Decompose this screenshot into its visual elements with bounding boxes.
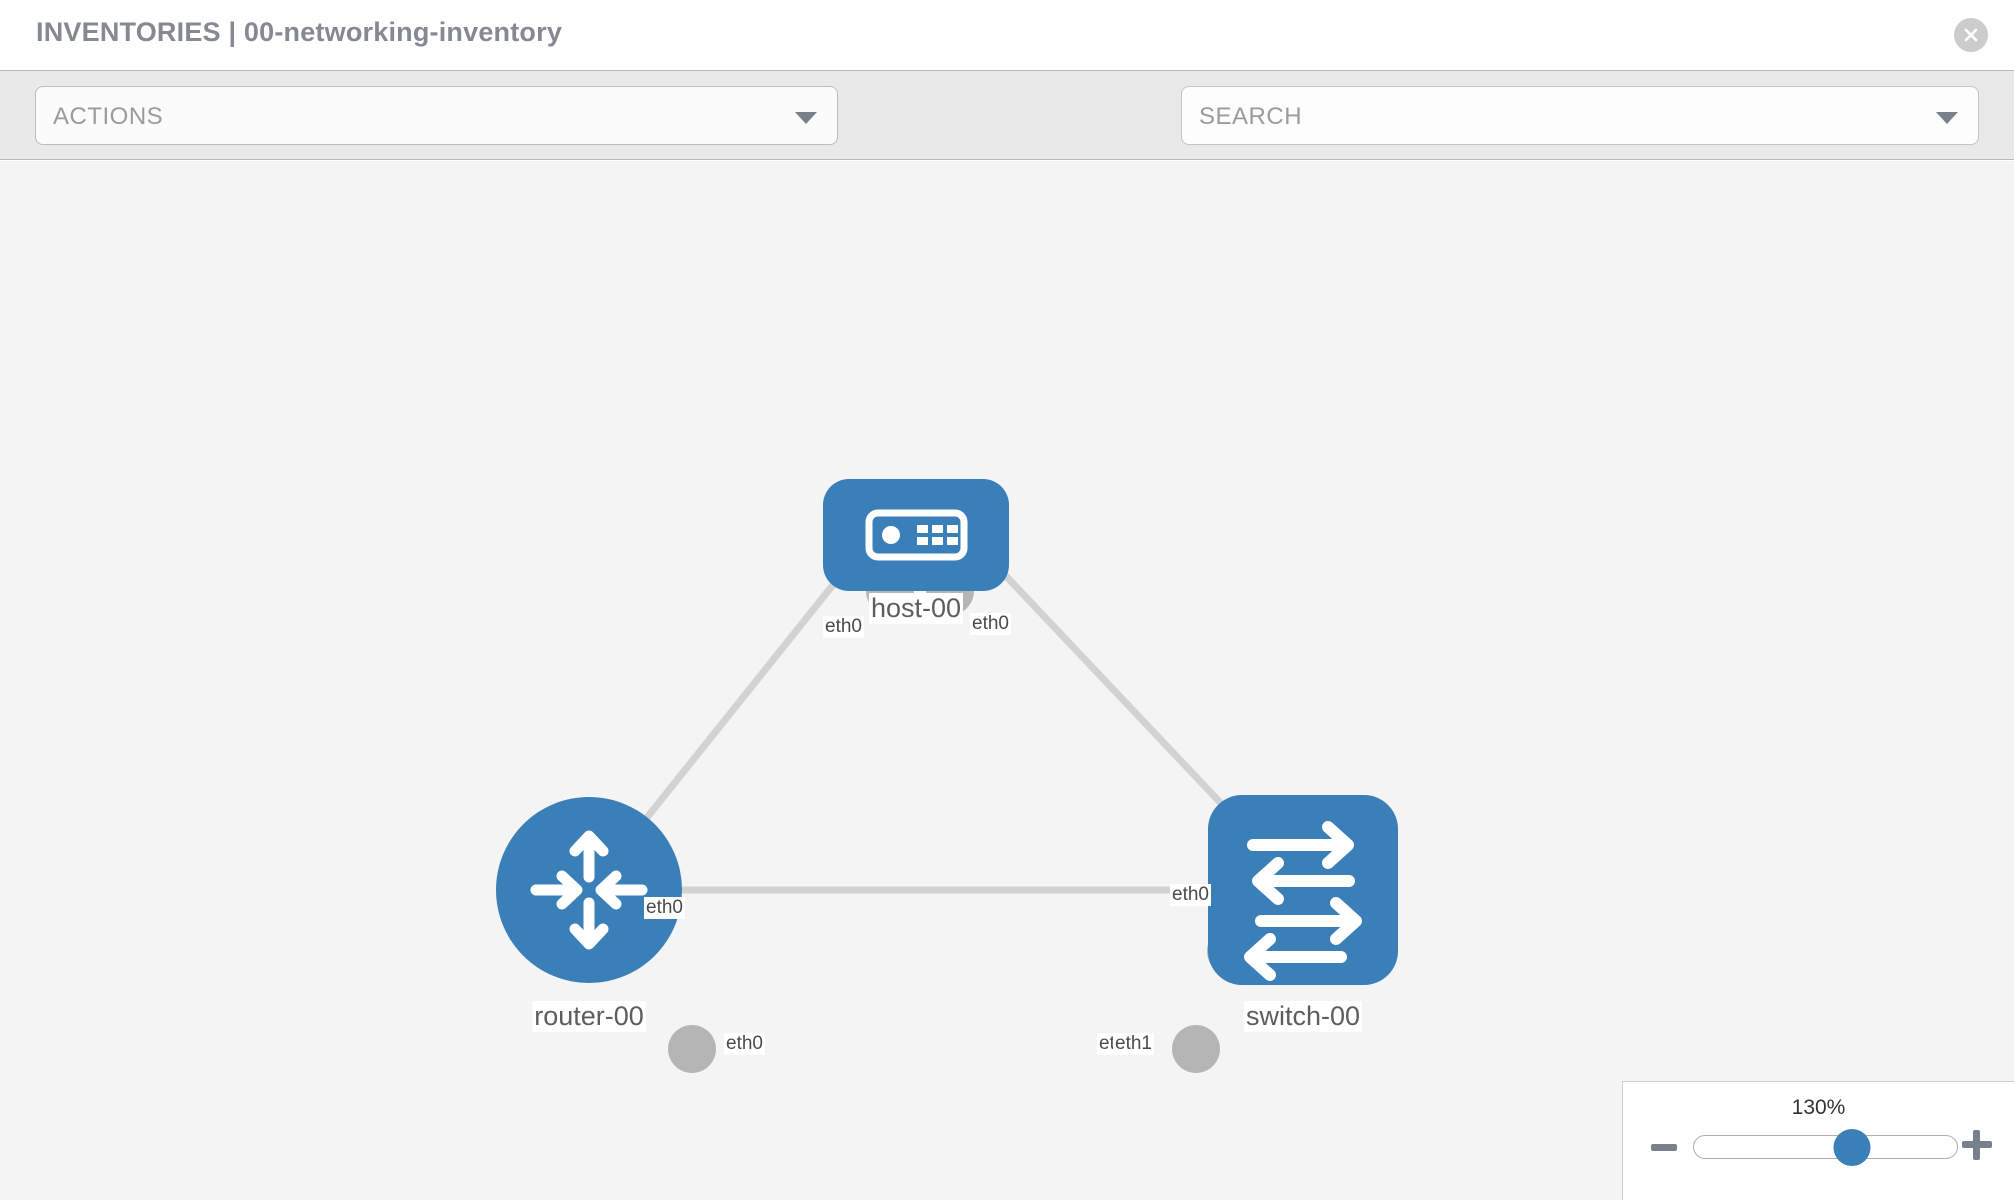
toolbar: ACTIONS SEARCH [0,70,2014,203]
iface-label-host00-right: eth0 [970,613,1011,635]
iface-label-router00-eth0: eth0 [724,1033,765,1055]
endpoint-router00-eth0[interactable] [668,1025,716,1073]
server-icon [865,509,968,561]
topology-graph [496,478,1398,1073]
topology-canvas[interactable]: host-00 router-00 switch-00 eth0 eth0 et… [0,161,2014,1200]
page-header: INVENTORIES | 00-networking-inventory [0,0,2014,70]
zoom-out-button[interactable] [1651,1144,1677,1151]
chevron-down-icon[interactable] [1936,112,1958,124]
switch-arrows-icon [1244,821,1362,981]
node-switch-00[interactable] [1208,795,1398,985]
topology-endpoints [668,567,1259,1073]
search-placeholder: SEARCH [1199,103,1303,130]
close-icon[interactable] [1954,18,1988,52]
iface-label-router00-uplink: eth0 [644,897,685,919]
search-input[interactable]: SEARCH [1181,86,1979,145]
zoom-control-panel: 130% [1622,1081,2014,1200]
node-router-00[interactable] [496,797,682,983]
endpoint-switch00-eth1[interactable] [1172,1025,1220,1073]
zoom-in-button[interactable] [1962,1130,1992,1160]
chevron-down-icon [795,112,817,124]
router-arrows-icon [530,830,648,950]
zoom-slider[interactable] [1693,1129,1958,1166]
zoom-level-value: 130% [1791,1096,1846,1119]
page-title: INVENTORIES | 00-networking-inventory [36,17,563,47]
iface-label-switch00-eth1: eth1 [1113,1033,1154,1055]
node-label-switch-00: switch-00 [1243,1001,1363,1032]
actions-dropdown-label: ACTIONS [53,103,164,130]
zoom-slider-thumb[interactable] [1833,1129,1871,1166]
node-host-00[interactable] [823,479,1009,591]
iface-label-switch00-uplink: eth0 [1170,884,1211,906]
node-label-host-00: host-00 [868,593,964,624]
node-label-router-00: router-00 [532,1001,646,1032]
actions-dropdown[interactable]: ACTIONS [35,86,838,145]
iface-label-host00-left: eth0 [823,616,864,638]
